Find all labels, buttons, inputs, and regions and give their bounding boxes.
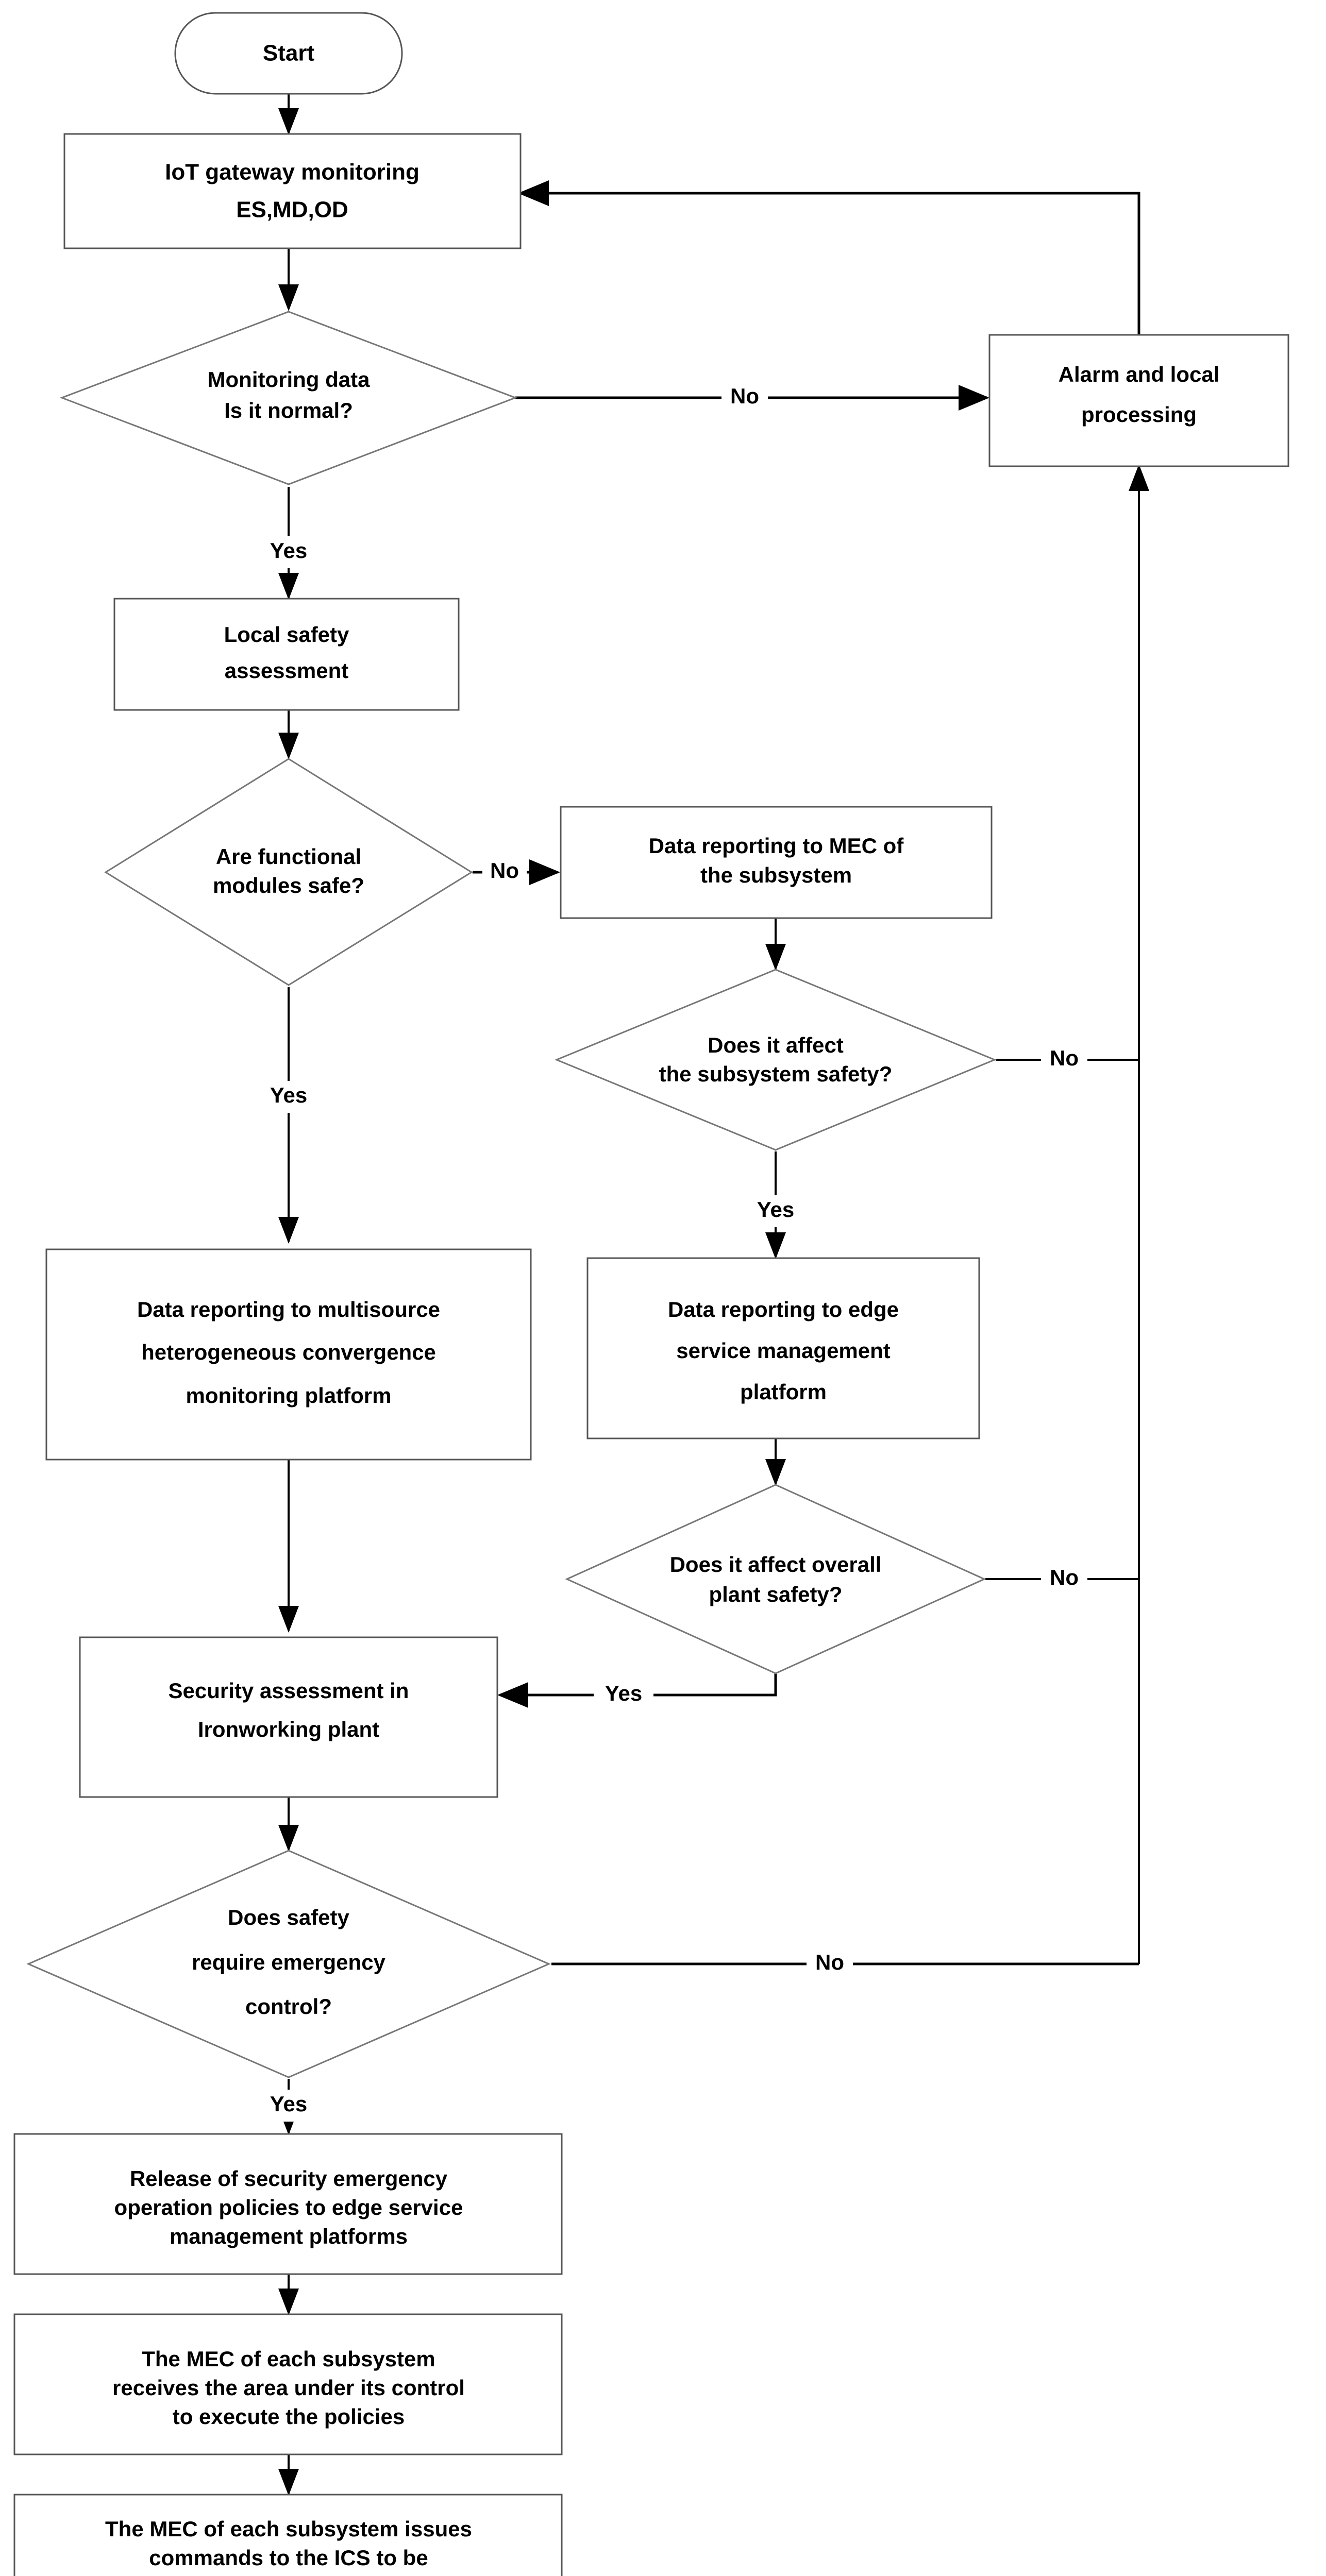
- node-report-mec[interactable]: Data reporting to MEC of the subsystem: [560, 806, 993, 919]
- alarm-local-shape: [988, 334, 1289, 467]
- local-safety-label-line2: assessment: [225, 658, 349, 683]
- edge-label-plant-yes: Yes: [605, 1681, 642, 1705]
- release-policies-label-line1: Release of security emergency: [130, 2166, 448, 2191]
- alarm-local-label-line1: Alarm and local: [1059, 362, 1220, 386]
- node-alarm-local[interactable]: Alarm and local processing: [988, 334, 1289, 467]
- require-emergency-label-line2: require emergency: [192, 1950, 385, 1974]
- node-affect-subsystem[interactable]: Does it affect the subsystem safety?: [555, 969, 997, 1151]
- edge-label-plant-no: No: [1050, 1565, 1079, 1589]
- emergency-no-label-bg: [807, 1948, 853, 1980]
- affect-subsystem-shape: [555, 969, 997, 1151]
- security-assessment-label-line1: Security assessment in: [169, 1679, 409, 1703]
- release-policies-label-line2: operation policies to edge service: [114, 2195, 463, 2219]
- report-mec-shape: [560, 806, 993, 919]
- node-local-safety[interactable]: Local safety assessment: [113, 598, 460, 711]
- emergency-yes-label-bg: [259, 2090, 318, 2122]
- modules-safe-label-line2: modules safe?: [213, 873, 364, 897]
- report-edge-label-line1: Data reporting to edge: [668, 1297, 899, 1321]
- node-require-emergency[interactable]: Does safety require emergency control?: [26, 1850, 551, 2078]
- affect-plant-shape: [565, 1484, 986, 1674]
- node-iot-gateway[interactable]: IoT gateway monitoring ES,MD,OD: [63, 133, 522, 249]
- node-report-edge[interactable]: Data reporting to edge service managemen…: [586, 1257, 980, 1439]
- local-safety-label-line1: Local safety: [224, 622, 349, 647]
- monitoring-yes-label-bg: [259, 536, 318, 568]
- report-multisource-shape: [45, 1248, 532, 1461]
- iot-gateway-label-line2: ES,MD,OD: [236, 197, 348, 223]
- node-start[interactable]: Start: [174, 12, 403, 95]
- mec-receives-label-line2: receives the area under its control: [112, 2376, 465, 2400]
- edge-label-emergency-yes: Yes: [270, 2092, 307, 2116]
- subsystem-yes-label-bg: [746, 1195, 805, 1227]
- mec-receives-shape: [13, 2313, 563, 2455]
- require-emergency-shape: [26, 1850, 551, 2078]
- report-multisource-label-line2: heterogeneous convergence: [141, 1340, 436, 1364]
- node-monitoring-normal[interactable]: Monitoring data Is it normal?: [59, 311, 518, 485]
- edge-label-emergency-no: No: [815, 1950, 844, 1974]
- node-mec-receives[interactable]: The MEC of each subsystem receives the a…: [13, 2313, 563, 2455]
- release-policies-shape: [13, 2133, 563, 2275]
- alarm-local-label-line2: processing: [1081, 402, 1197, 427]
- local-safety-shape: [113, 598, 460, 711]
- release-policies-label-line3: management platforms: [170, 2224, 408, 2248]
- report-mec-label-line1: Data reporting to MEC of: [649, 834, 904, 858]
- monitoring-normal-label-line2: Is it normal?: [224, 398, 353, 422]
- modules-yes-label-bg: [259, 1081, 318, 1113]
- edge-plant-yes-to-security-assessment: [497, 1672, 777, 1708]
- edge-label-modules-yes: Yes: [270, 1083, 307, 1107]
- report-edge-shape: [586, 1257, 980, 1439]
- require-emergency-label-line3: control?: [245, 1994, 332, 2019]
- node-affect-plant[interactable]: Does it affect overall plant safety?: [565, 1484, 986, 1674]
- node-modules-safe[interactable]: Are functional modules safe?: [104, 758, 473, 986]
- require-emergency-label-line1: Does safety: [228, 1905, 349, 1929]
- edge-label-modules-no: No: [490, 858, 519, 883]
- modules-safe-label-line1: Are functional: [216, 844, 361, 869]
- mec-issues-label-line1: The MEC of each subsystem issues: [105, 2517, 472, 2541]
- security-assessment-shape: [79, 1636, 498, 1798]
- affect-plant-label-line1: Does it affect overall: [670, 1552, 882, 1577]
- security-assessment-label-line2: Ironworking plant: [198, 1717, 379, 1741]
- edge-labels-layer: No Yes No Yes No Yes No Yes No Yes: [259, 381, 1087, 2122]
- start-shape: [174, 12, 403, 95]
- report-mec-label-line2: the subsystem: [700, 863, 852, 887]
- node-security-assessment[interactable]: Security assessment in Ironworking plant: [79, 1636, 498, 1798]
- edge-label-monitoring-no: No: [730, 384, 759, 408]
- report-multisource-label-line1: Data reporting to multisource: [137, 1297, 440, 1321]
- node-release-policies[interactable]: Release of security emergency operation …: [13, 2133, 563, 2275]
- iot-gateway-shape: [63, 133, 522, 249]
- edge-label-monitoring-yes: Yes: [270, 538, 307, 563]
- edge-alarm-feedback-to-iot: [518, 180, 1140, 335]
- mec-issues-label-line2: commands to the ICS to be: [149, 2546, 428, 2570]
- edge-label-subsystem-yes: Yes: [757, 1197, 794, 1222]
- node-mec-issues[interactable]: The MEC of each subsystem issues command…: [13, 2494, 563, 2576]
- affect-subsystem-label-line1: Does it affect: [708, 1033, 844, 1057]
- monitoring-normal-label-line1: Monitoring data: [208, 367, 371, 392]
- subsystem-no-label-bg: [1041, 1044, 1087, 1076]
- iot-gateway-label-line1: IoT gateway monitoring: [165, 160, 419, 185]
- report-multisource-label-line3: monitoring platform: [186, 1383, 392, 1408]
- affect-subsystem-label-line2: the subsystem safety?: [659, 1062, 893, 1086]
- mec-issues-shape: [13, 2494, 563, 2576]
- edge-label-subsystem-no: No: [1050, 1046, 1079, 1070]
- modules-no-label-bg: [482, 856, 527, 888]
- start-label: Start: [263, 41, 315, 66]
- mec-receives-label-line1: The MEC of each subsystem: [142, 2347, 435, 2371]
- modules-safe-shape: [104, 758, 473, 986]
- monitoring-no-label-bg: [721, 381, 768, 413]
- report-edge-label-line2: service management: [676, 1338, 891, 1363]
- node-report-multisource[interactable]: Data reporting to multisource heterogene…: [45, 1248, 532, 1461]
- plant-yes-label-bg: [594, 1679, 653, 1711]
- affect-plant-label-line2: plant safety?: [709, 1582, 842, 1606]
- report-edge-label-line3: platform: [740, 1380, 827, 1404]
- monitoring-normal-shape: [59, 311, 518, 485]
- mec-receives-label-line3: to execute the policies: [173, 2404, 405, 2429]
- plant-no-label-bg: [1041, 1563, 1087, 1595]
- mec-issues-label-line3: executed by the functional: [152, 2574, 425, 2576]
